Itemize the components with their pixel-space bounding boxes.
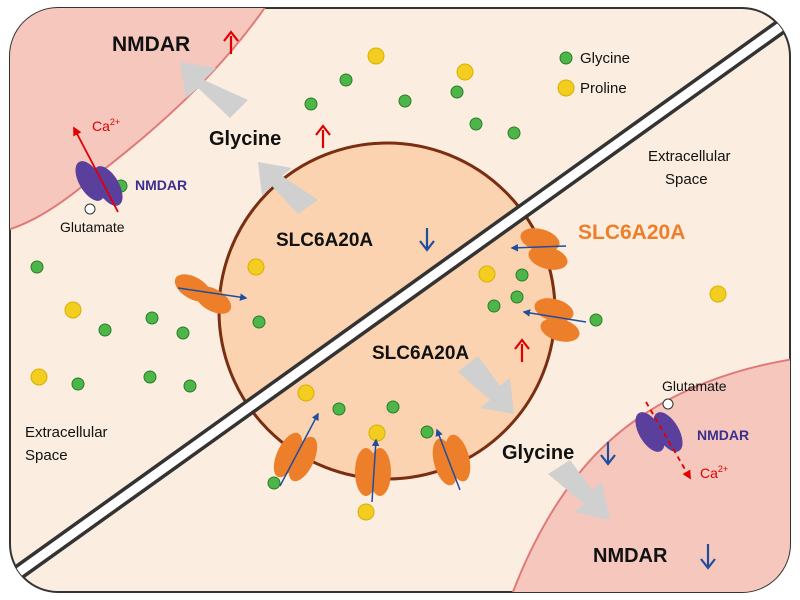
glycine-particles [30, 73, 603, 490]
gray-arrow-to-nmdar-down [548, 460, 610, 520]
glycine-up-label: Glycine [209, 128, 281, 150]
gray-arrow-to-glycine-up [258, 162, 318, 214]
glutamate-right-label: Glutamate [662, 378, 727, 394]
ca-left-label: Ca2+ [92, 117, 120, 134]
up-arrow-icon [223, 30, 239, 54]
legend-proline-label: Proline [580, 80, 627, 97]
transporter-right-lower [522, 298, 587, 342]
extracellular-top-label-line2: Space [665, 171, 708, 188]
transporter-left [174, 274, 248, 314]
legend-proline-marker [557, 79, 575, 97]
extracellular-bottom-label-line1: Extracellular [25, 424, 108, 441]
transporter-right-upper [510, 228, 568, 270]
proline-particles [30, 47, 727, 521]
glycine-down-label: Glycine [502, 442, 574, 464]
down-arrow-icon [419, 228, 435, 252]
nmdar-receptor-left [73, 126, 123, 215]
gray-arrow-to-nmdar-up [180, 62, 248, 118]
slc-up-label: SLC6A20A [372, 343, 469, 364]
legend-glycine-label: Glycine [580, 50, 630, 67]
legend: Glycine Proline [557, 50, 630, 97]
nmdar-up-label: NMDAR [112, 33, 190, 56]
down-arrow-icon [600, 442, 616, 466]
nmdar-receptor-right-label: NMDAR [697, 427, 749, 443]
transporter-bottom-2 [355, 438, 391, 503]
nmdar-receptor-left-label: NMDAR [135, 177, 187, 193]
extracellular-bottom-label-line2: Space [25, 447, 68, 464]
legend-glycine-marker [559, 51, 573, 65]
transporter-bottom-1 [273, 412, 319, 487]
down-arrow-icon [700, 544, 716, 570]
gray-arrow-to-glycine-down [458, 356, 514, 414]
slc-down-label: SLC6A20A [276, 230, 373, 251]
ca-right-label: Ca2+ [700, 464, 728, 481]
neuron-bottom-right [508, 356, 790, 592]
transporter-bottom-3 [432, 428, 471, 491]
extracellular-top-label-line1: Extracellular [648, 148, 731, 165]
nmdar-receptor-right [635, 398, 691, 480]
up-arrow-icon [315, 124, 331, 148]
neuron-top-left [10, 8, 272, 234]
glutamate-left-label: Glutamate [60, 219, 125, 235]
up-arrow-icon [514, 338, 530, 362]
nmdar-down-label: NMDAR [593, 545, 668, 567]
slc-orange-label: SLC6A20A [578, 221, 685, 244]
